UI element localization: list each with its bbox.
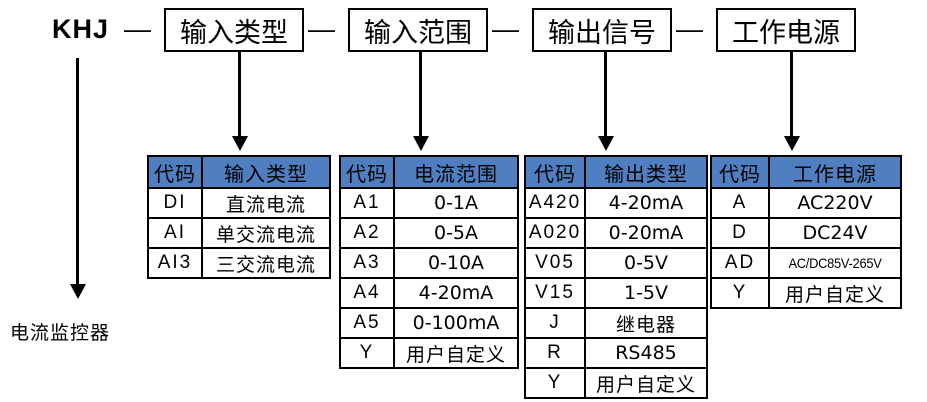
connector-line-output-signal xyxy=(604,52,607,138)
cell-code: AI3 xyxy=(147,247,203,279)
table-header-row: 代码 工作电源 xyxy=(710,155,902,189)
model-prefix: KHJ xyxy=(52,14,110,44)
connector-line-power-supply xyxy=(790,52,793,138)
table-row: D DC24V xyxy=(710,217,902,249)
cell-value: 0-10A xyxy=(393,247,519,279)
cell-code: Y xyxy=(339,337,395,369)
table-header-row: 代码 输出类型 xyxy=(524,155,708,189)
table-row: A420 4-20mA xyxy=(524,187,708,219)
cell-value: 0-100mA xyxy=(393,307,519,339)
cell-code: AD xyxy=(710,247,770,279)
table-row: Y 用户自定义 xyxy=(524,367,708,399)
cell-code: D xyxy=(710,217,770,249)
cell-value: 0-5V xyxy=(584,247,708,279)
table-header-row: 代码 输入类型 xyxy=(147,155,331,189)
table-row: A AC220V xyxy=(710,187,902,219)
table-row: A5 0-100mA xyxy=(339,307,519,339)
cell-code: A1 xyxy=(339,187,395,219)
connector-line-prefix xyxy=(76,58,79,286)
column-header-code: 代码 xyxy=(339,155,395,189)
table-row: J 继电器 xyxy=(524,307,708,339)
cell-value: 0-1A xyxy=(393,187,519,219)
table-row: A2 0-5A xyxy=(339,217,519,249)
segment-box-input-range: 输入范围 xyxy=(348,8,488,52)
table-row: A4 4-20mA xyxy=(339,277,519,309)
cell-code: Y xyxy=(524,367,586,399)
cell-code: A2 xyxy=(339,217,395,249)
table-row: Y 用户自定义 xyxy=(710,277,902,309)
connector-arrowhead-input-type xyxy=(231,136,248,151)
table-row: A020 0-20mA xyxy=(524,217,708,249)
separator-dash-4: — xyxy=(676,14,703,44)
cell-value: 0-5A xyxy=(393,217,519,249)
cell-code: A xyxy=(710,187,770,219)
table-header-row: 代码 电流范围 xyxy=(339,155,519,189)
table-row: V05 0-5V xyxy=(524,247,708,279)
table-row: R RS485 xyxy=(524,337,708,369)
column-header-code: 代码 xyxy=(147,155,203,189)
table-row: AI3 三交流电流 xyxy=(147,247,331,279)
table-row: AD AC/DC85V-265V xyxy=(710,247,901,279)
cell-code: A5 xyxy=(339,307,395,339)
table-row: DI 直流电流 xyxy=(147,187,331,219)
separator-dash-1: — xyxy=(124,14,151,44)
cell-code: Y xyxy=(710,277,770,309)
table-row: AI 单交流电流 xyxy=(147,217,331,249)
cell-code: DI xyxy=(147,187,203,219)
cell-value: 4-20mA xyxy=(584,187,708,219)
cell-code: R xyxy=(524,337,586,369)
separator-dash-3: — xyxy=(492,14,519,44)
cell-value: 用户自定义 xyxy=(584,367,708,399)
separator-dash-2: — xyxy=(308,14,335,44)
connector-arrowhead-input-range xyxy=(412,136,429,151)
table-row: V15 1-5V xyxy=(524,277,708,309)
column-header-code: 代码 xyxy=(524,155,586,189)
segment-box-power-supply: 工作电源 xyxy=(716,8,856,52)
table-row: A3 0-10A xyxy=(339,247,519,279)
input-type-table: 代码 输入类型 DI 直流电流 AI 单交流电流 AI3 三交流电流 xyxy=(147,155,331,279)
cell-value: 4-20mA xyxy=(393,277,519,309)
cell-code: AI xyxy=(147,217,203,249)
column-header-value: 工作电源 xyxy=(768,155,902,189)
cell-value: 三交流电流 xyxy=(201,247,331,279)
column-header-value: 输入类型 xyxy=(201,155,331,189)
segment-box-output-signal: 输出信号 xyxy=(532,8,672,52)
cell-code: A420 xyxy=(524,187,586,219)
cell-code: J xyxy=(524,307,586,339)
cell-value: 0-20mA xyxy=(584,217,708,249)
segment-box-input-type: 输入类型 xyxy=(164,8,304,52)
cell-value: 用户自定义 xyxy=(393,337,519,369)
column-header-value: 电流范围 xyxy=(393,155,519,189)
cell-value: 用户自定义 xyxy=(768,277,902,309)
table-row: A1 0-1A xyxy=(339,187,519,219)
connector-arrowhead-prefix xyxy=(69,284,86,299)
current-range-table: 代码 电流范围 A1 0-1A A2 0-5A A3 0-10A A4 4-20… xyxy=(339,155,519,369)
connector-line-input-type xyxy=(238,52,241,138)
cell-value: AC220V xyxy=(768,187,902,219)
connector-arrowhead-power-supply xyxy=(783,136,800,151)
connector-arrowhead-output-signal xyxy=(597,136,614,151)
cell-value: 单交流电流 xyxy=(201,217,331,249)
cell-code: V15 xyxy=(524,277,586,309)
output-type-table: 代码 输出类型 A420 4-20mA A020 0-20mA V05 0-5V… xyxy=(524,155,708,399)
table-row: Y 用户自定义 xyxy=(339,337,519,369)
cell-value: AC/DC85V-265V xyxy=(773,247,897,279)
column-header-value: 输出类型 xyxy=(584,155,708,189)
cell-value: DC24V xyxy=(768,217,902,249)
cell-value: 直流电流 xyxy=(201,187,331,219)
cell-code: A020 xyxy=(524,217,586,249)
column-header-code: 代码 xyxy=(710,155,770,189)
power-supply-table: 代码 工作电源 A AC220V D DC24V AD AC/DC85V-265… xyxy=(710,155,902,309)
cell-code: A4 xyxy=(339,277,395,309)
cell-code: V05 xyxy=(524,247,586,279)
cell-value: 1-5V xyxy=(584,277,708,309)
connector-line-input-range xyxy=(419,52,422,138)
cell-value: 继电器 xyxy=(584,307,708,339)
cell-code: A3 xyxy=(339,247,395,279)
product-caption: 电流监控器 xyxy=(10,322,111,344)
cell-value: RS485 xyxy=(584,337,708,369)
